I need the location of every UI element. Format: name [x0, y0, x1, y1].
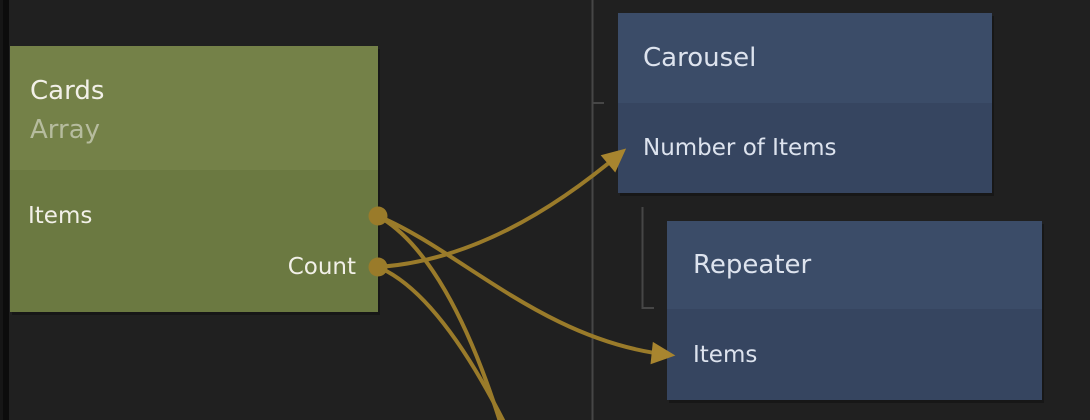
node-repeater-body[interactable]: Items: [667, 309, 1042, 400]
hierarchy-line-carousel: [591, 0, 604, 420]
node-cards[interactable]: Cards Array Items Count: [10, 46, 378, 312]
connection-items-to-offscreen[interactable]: [377, 214, 502, 420]
node-repeater-header[interactable]: Repeater: [667, 221, 1042, 309]
node-cards-header[interactable]: Cards Array: [10, 46, 378, 170]
hierarchy-line-repeater: [641, 207, 654, 309]
port-label-count: Count: [287, 254, 356, 280]
connection-count-to-carousel[interactable]: [377, 148, 627, 269]
node-carousel-title: Carousel: [643, 43, 757, 73]
node-carousel-header[interactable]: Carousel: [618, 13, 992, 103]
node-repeater-title: Repeater: [693, 250, 812, 280]
node-cards-title: Cards: [30, 76, 105, 106]
connection-items-to-repeater[interactable]: [377, 214, 676, 365]
port-label-items: Items: [28, 203, 93, 229]
canvas-left-edge: [0, 0, 9, 420]
connection-count-to-offscreen[interactable]: [377, 265, 507, 420]
node-carousel-body[interactable]: Number of Items: [618, 103, 992, 193]
port-label-repeater-items: Items: [693, 341, 758, 368]
node-repeater[interactable]: Repeater Items: [667, 221, 1042, 400]
node-cards-subtitle: Array: [30, 115, 101, 145]
port-label-number-of-items: Number of Items: [643, 135, 837, 161]
node-carousel[interactable]: Carousel Number of Items: [618, 13, 992, 193]
